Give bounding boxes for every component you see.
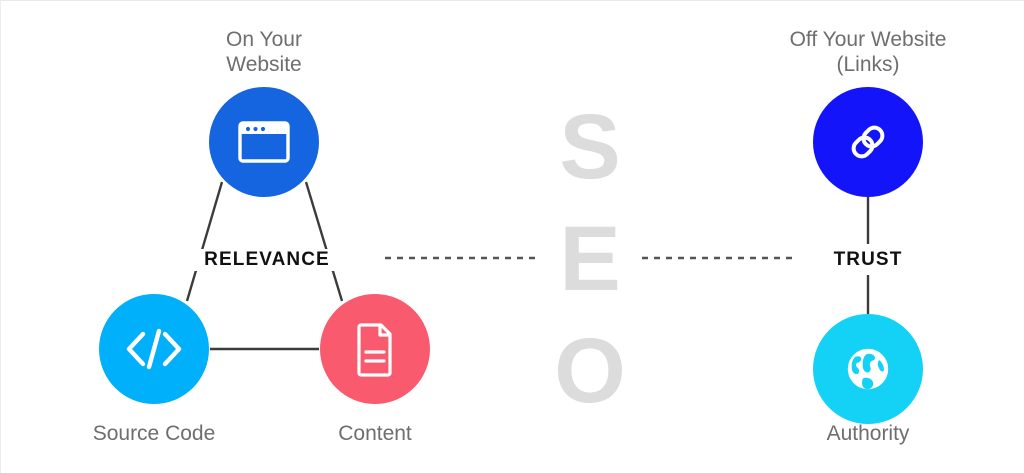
caption-trust: TRUST: [808, 249, 928, 271]
node-authority[interactable]: [813, 314, 923, 424]
document-icon: [352, 321, 398, 377]
code-brackets-icon: [123, 326, 185, 372]
node-off-your-website[interactable]: [813, 87, 923, 197]
seo-watermark-letter-s: S: [559, 96, 621, 198]
edge-website-to-source-code: [185, 181, 224, 302]
node-label-source-code: Source Code: [92, 422, 216, 445]
seo-watermark-letter-e: E: [559, 208, 621, 310]
node-content[interactable]: [320, 294, 430, 404]
browser-window-icon: [236, 118, 292, 166]
node-label-on-your-website: On Your Website: [226, 28, 302, 76]
chain-link-icon: [842, 116, 894, 168]
node-label-authority: Authority: [826, 422, 910, 445]
node-label-off-your-website: Off Your Website (Links): [789, 28, 947, 76]
seo-watermark-letter-o: O: [554, 320, 626, 422]
globe-icon: [842, 343, 894, 395]
node-source-code[interactable]: [99, 294, 209, 404]
edge-website-to-content: [304, 181, 344, 302]
node-label-content: Content: [338, 422, 412, 445]
node-on-your-website[interactable]: [209, 87, 319, 197]
caption-relevance: RELEVANCE: [187, 249, 347, 271]
